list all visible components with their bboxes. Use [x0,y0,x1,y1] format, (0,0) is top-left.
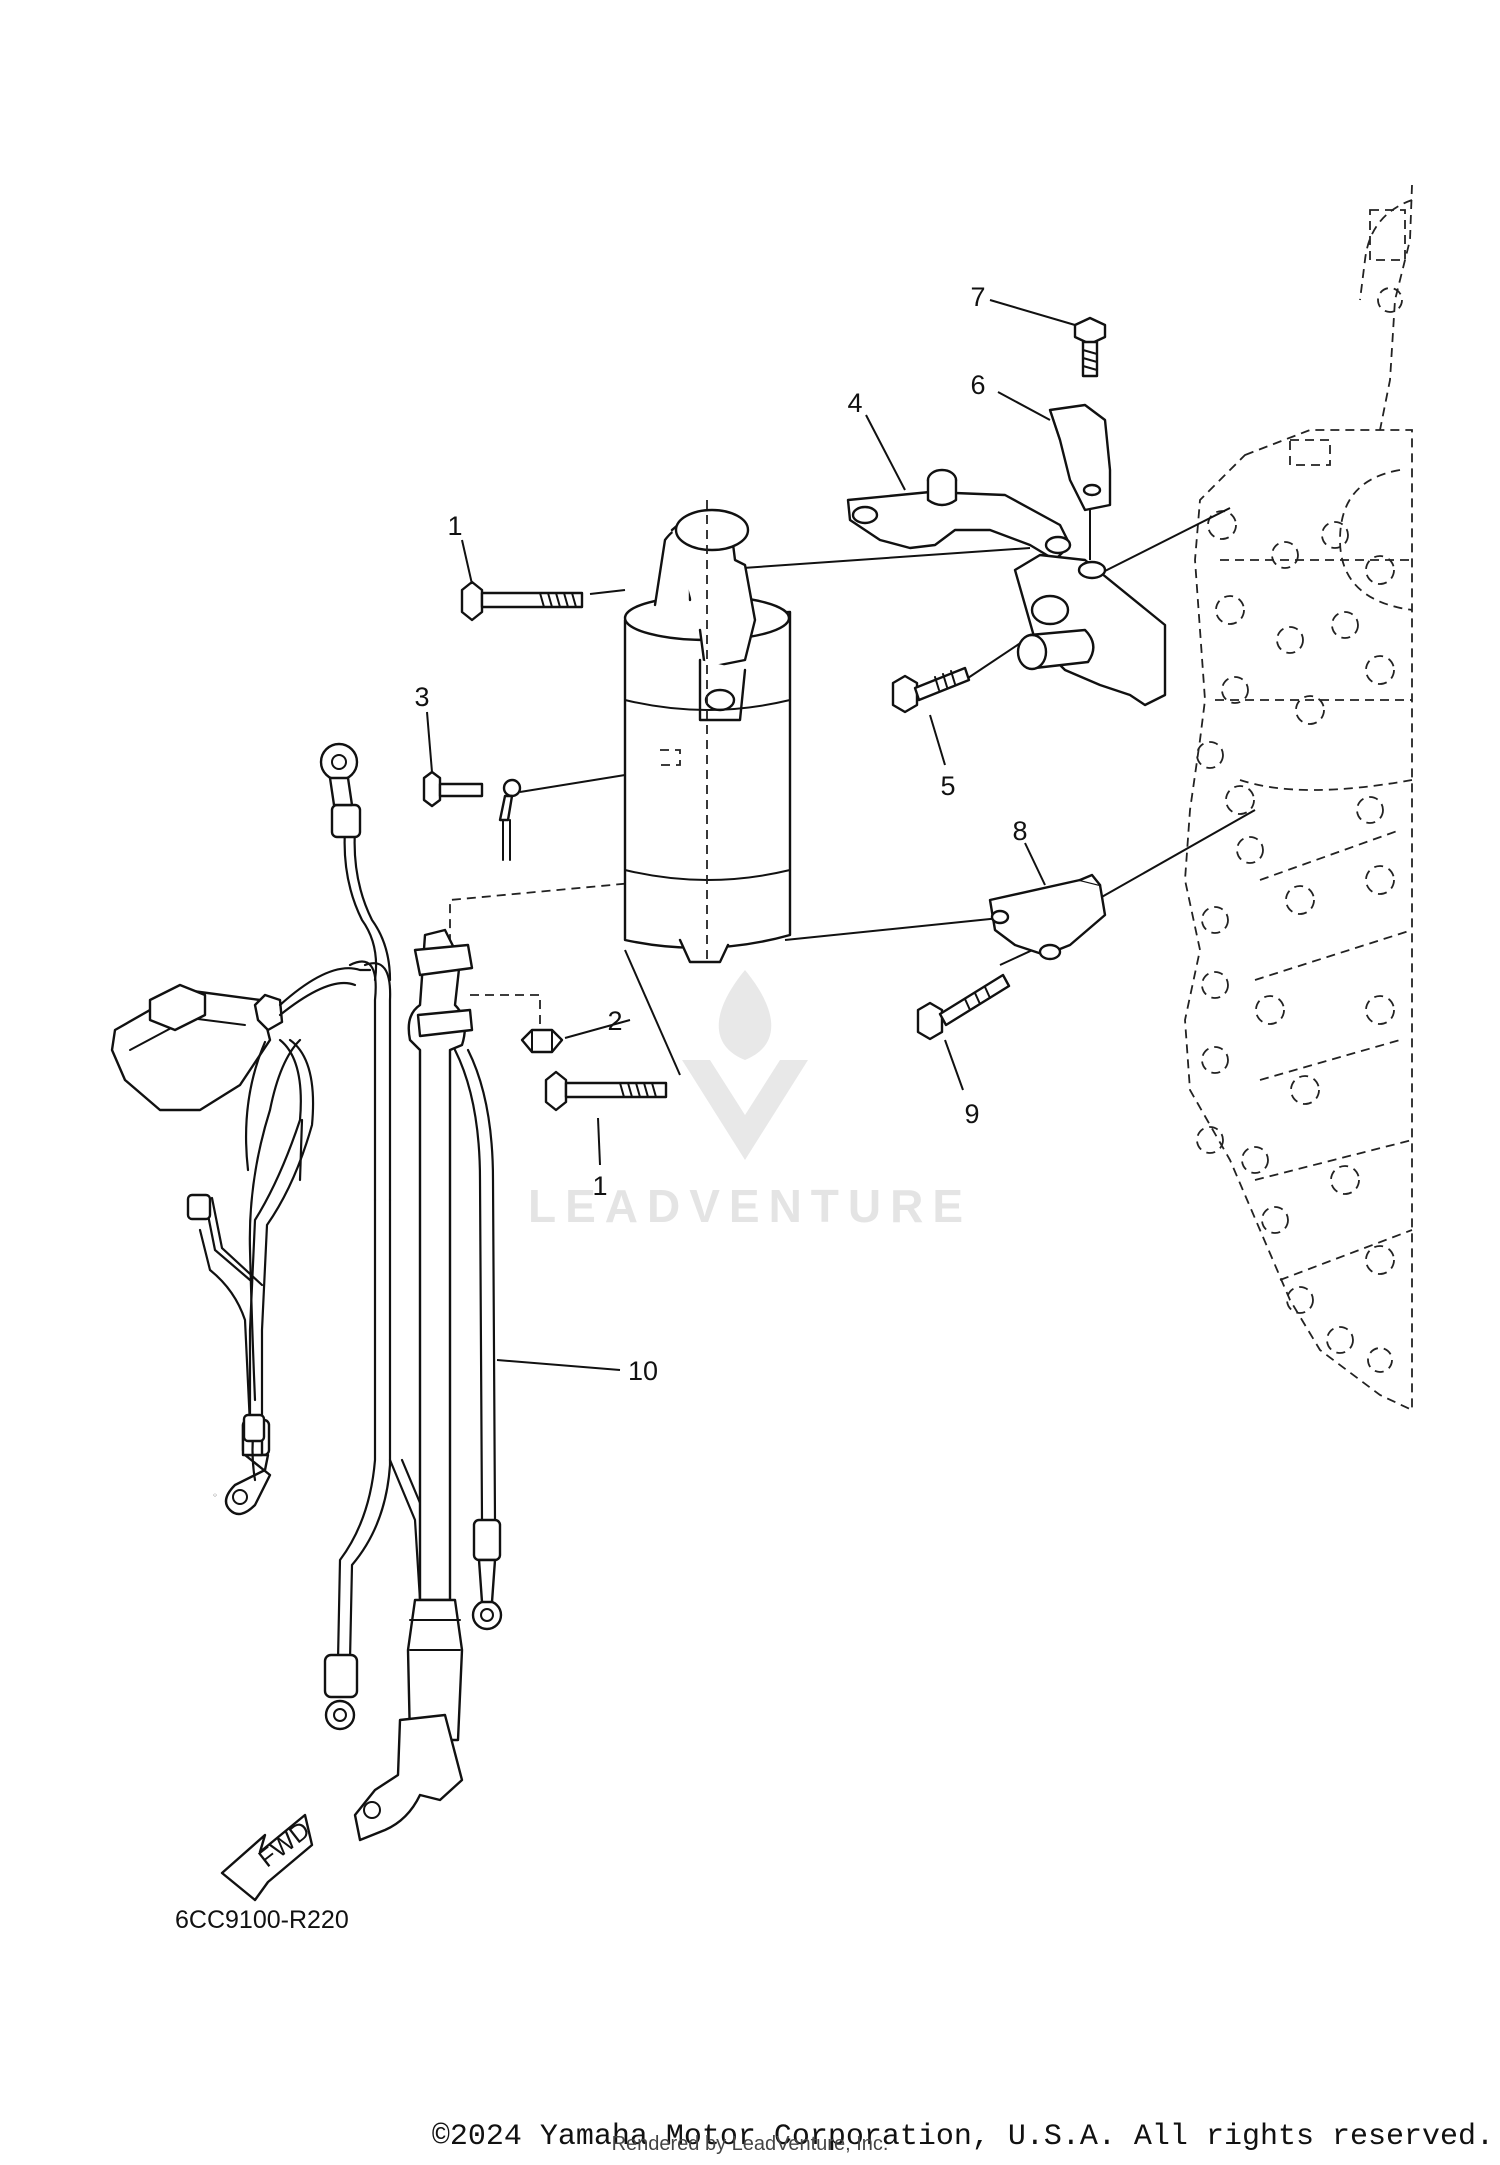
watermark: LEADVENTURE [528,970,972,1232]
callout-7: 7 [970,282,985,312]
bracket-part-4 [846,468,1072,562]
watermark-flame-icon [718,970,772,1060]
copyright-notice: ©2024 Yamaha Motor Corporation, U.S.A. A… [431,2120,1494,2154]
callout-8: 8 [1012,816,1027,846]
callout-2: 2 [607,1006,622,1036]
callout-4: 4 [847,388,862,418]
mount-bracket [1013,553,1167,707]
clip-part-6 [1048,403,1112,512]
bolt-part-1-lower [544,1070,668,1112]
callout-9: 9 [964,1099,979,1129]
callouts: 1 1 2 3 4 5 6 7 8 9 10 [414,282,1027,1386]
callout-6: 6 [970,370,985,400]
callout-leaders [426,299,1076,1371]
diagram-code: 6CC9100-R220 [175,1906,349,1934]
watermark-text: LEADVENTURE [528,1180,972,1232]
callout-1-lower: 1 [592,1171,607,1201]
callout-10: 10 [628,1356,658,1386]
callout-3: 3 [414,682,429,712]
wire-harness-part-10 [110,742,503,1842]
bolt-part-7 [1073,316,1107,378]
starter-motor [623,500,792,964]
callout-5: 5 [940,771,955,801]
rendered-by-notice: Rendered by LeadVenture, Inc. [611,2133,889,2155]
clamp-part-8 [988,873,1107,961]
fwd-arrow-icon: FWD [220,1813,315,1902]
bolt-part-5 [891,666,971,714]
bolt-part-9 [916,973,1011,1041]
nut-part-2 [520,1028,564,1054]
watermark-v-icon [682,1060,808,1160]
callout-1-upper: 1 [447,511,462,541]
bolt-part-3 [422,770,522,861]
engine-block-outline [1184,184,1413,1412]
bolt-part-1-upper [460,580,584,622]
